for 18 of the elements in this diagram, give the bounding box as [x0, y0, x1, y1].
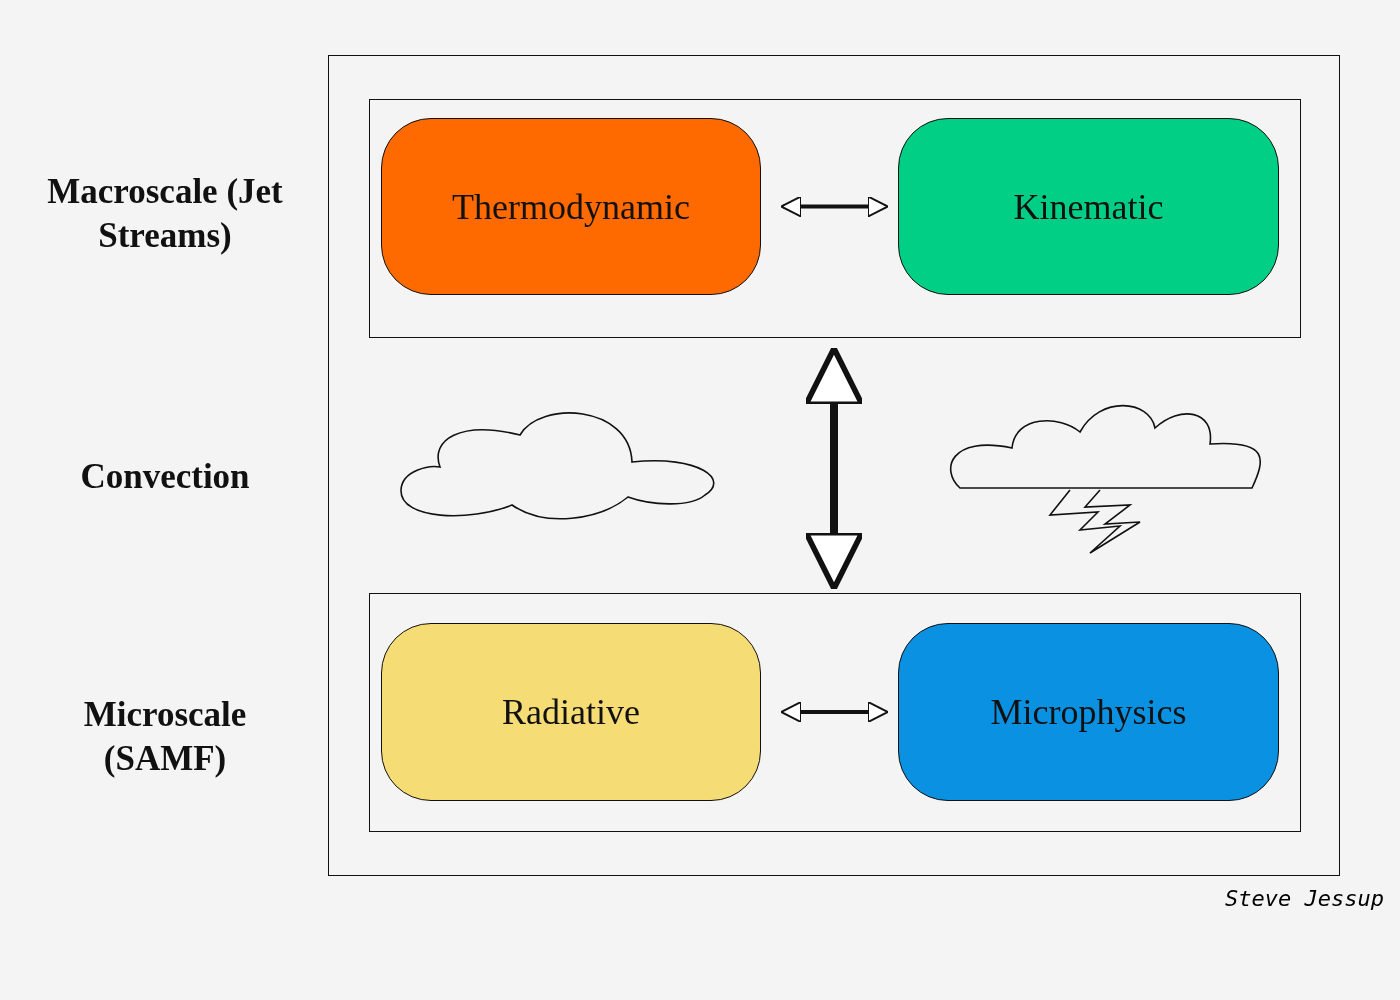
frame-box [369, 593, 1301, 832]
box-label: Microphysics [990, 691, 1187, 733]
rounded-box [381, 118, 761, 295]
rounded-box [381, 623, 761, 801]
scale-label: Microscale (SAMF) [82, 694, 248, 780]
double-arrow [803, 345, 865, 592]
rounded-box [898, 118, 1279, 295]
scale-label: Macroscale (Jet Streams) [46, 171, 284, 257]
signature: Steve Jessup [1225, 886, 1384, 911]
box-label: Radiative [502, 691, 640, 733]
box-label: Kinematic [1013, 185, 1164, 228]
frame-box [328, 55, 1340, 876]
double-arrow [780, 195, 889, 218]
box-label: Thermodynamic [452, 185, 690, 228]
double-arrow [780, 701, 889, 723]
frame-box [369, 99, 1301, 338]
scale-label: Convection [79, 456, 251, 498]
rounded-box [898, 623, 1279, 801]
